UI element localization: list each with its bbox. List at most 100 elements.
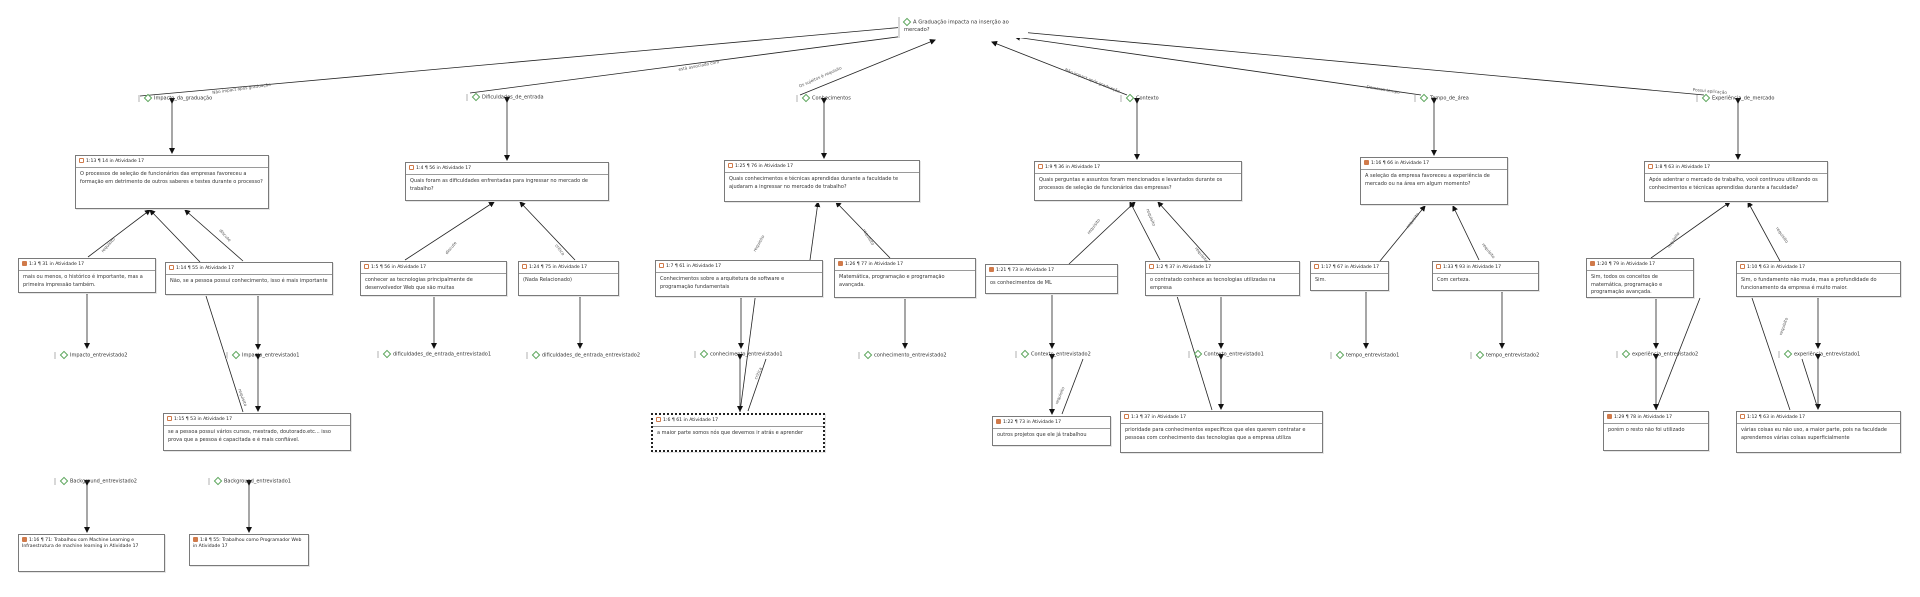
code-experiencia-entrevistado1[interactable]: experiência_entrevistado1 [1777,349,1860,359]
quotation-icon [1149,264,1154,269]
edge-line [1068,201,1136,265]
quote-card[interactable]: 1:25 ¶ 76 in Atividade 17 Quais conhecim… [724,160,920,202]
code-impacto-entrevistado1[interactable]: Impacto_entrevistado1 [225,350,300,360]
code-diamond-icon [1125,93,1135,103]
code-dificuldades[interactable]: Dificuldades_de_entrada [466,92,544,102]
quote-card[interactable]: 1:21 ¶ 73 in Atividade 17 os conheciment… [985,264,1118,294]
quote-header: 1:3 ¶ 37 in Atividade 17 [1131,415,1187,420]
code-tempo-entrevistado2[interactable]: tempo_entrevistado2 [1469,350,1540,360]
code-label: Background_entrevistado1 [224,478,291,485]
quote-card-selected[interactable]: 1:6 ¶ 61 in Atividade 17 a maior parte s… [651,413,825,452]
code-dificuldades-entrevistado1[interactable]: dificuldades_de_entrada_entrevistado1 [376,349,491,359]
code-diamond-icon [1020,349,1030,359]
quote-card[interactable]: 1:20 ¶ 79 in Atividade 17 Sim, todos os … [1586,258,1694,298]
quote-text: Quais conhecimentos e técnicas aprendida… [729,176,899,190]
root-code[interactable]: A Graduação impacta na inserção ao merca… [898,17,1028,38]
quote-header: 1:6 ¶ 61 in Atividade 17 [663,418,719,423]
quote-card[interactable]: 1:3 ¶ 31 in Atividade 17 mais ou menos, … [18,258,156,293]
code-label: Contexto_entrevistado1 [1204,351,1264,358]
edge-line [404,201,495,261]
quote-text: Sim, o fundamento não muda, mas a profun… [1741,277,1877,291]
quote-header: 1:12 ¶ 63 in Atividade 17 [1747,415,1806,420]
edge-line [519,201,576,261]
code-tempo-area[interactable]: Tempo_de_área [1414,93,1469,103]
quote-card[interactable]: 1:29 ¶ 78 in Atividade 17 porém o resto … [1603,411,1709,451]
quote-card[interactable]: 1:14 ¶ 55 in Atividade 17 Não, se a pess… [165,262,333,295]
code-diamond-icon [1335,350,1345,360]
code-conhecimento-entrevistado2[interactable]: conhecimento_entrevistado2 [858,350,947,360]
quote-card[interactable]: 1:15 ¶ 53 in Atividade 17 se a pessoa po… [163,413,351,451]
edge-line [205,295,244,413]
code-background-entrevistado1[interactable]: Background_entrevistado1 [208,476,291,486]
edge-line [1157,201,1211,261]
quote-card[interactable]: 1:16 ¶ 71: Trabalhou com Machine Learnin… [18,534,165,572]
code-label: Impacto_da_graduação [154,95,213,102]
quotation-icon [1740,414,1745,419]
quote-card[interactable]: 1:12 ¶ 63 in Atividade 17 várias coisas … [1736,411,1901,453]
quotation-icon [167,416,172,421]
quote-card[interactable]: 1:10 ¶ 63 in Atividade 17 Sim, o fundame… [1736,261,1901,297]
quote-card[interactable]: 1:8 ¶ 63 in Atividade 17 Após adentrar o… [1644,161,1828,202]
code-tempo-entrevistado1[interactable]: tempo_entrevistado1 [1329,350,1399,360]
quote-card[interactable]: 1:22 ¶ 73 in Atividade 17 outros projeto… [992,416,1111,446]
quote-card[interactable]: 1:3 ¶ 37 in Atividade 17 prioridade para… [1120,411,1323,453]
quote-card[interactable]: 1:5 ¶ 56 in Atividade 17 conhecer as tec… [360,261,507,296]
code-label: tempo_entrevistado2 [1486,352,1540,359]
quote-header: 1:21 ¶ 73 in Atividade 17 [996,268,1055,273]
code-contexto[interactable]: Contexto [1120,93,1159,103]
quotation-icon [169,265,174,270]
code-experiencia[interactable]: Experiência_de_mercado [1695,93,1774,103]
quote-card[interactable]: 1:4 ¶ 56 in Atividade 17 Quais foram as … [405,162,609,201]
code-label: dificuldades_de_entrada_entrevistado2 [542,352,641,359]
quote-text: (Nada Relacionado) [523,277,572,283]
code-impacto-entrevistado2[interactable]: Impacto_entrevistado2 [53,350,127,360]
quote-card[interactable]: 1:16 ¶ 66 in Atividade 17 A seleção da e… [1360,157,1508,205]
quote-card[interactable]: 1:8 ¶ 55: Trabalhou como Programador Web… [189,534,309,566]
quote-card[interactable]: 1:9 ¶ 36 in Atividade 17 Quais perguntas… [1034,161,1242,201]
quotation-icon [79,158,84,163]
quote-header: 1:26 ¶ 77 in Atividade 17 [845,262,904,267]
code-background-entrevistado2[interactable]: Background_entrevistado2 [54,476,137,486]
quotation-icon [659,263,664,268]
edge-line [1751,297,1791,411]
edge-line [1129,201,1161,261]
edge-line [149,209,201,263]
quotation-icon [1740,264,1745,269]
quote-text: Matemática, programação e programação av… [839,274,945,288]
quote-card[interactable]: 1:2 ¶ 37 in Atividade 17 o contratado co… [1145,261,1300,296]
quote-card[interactable]: 1:13 ¶ 14 in Atividade 17 O processos de… [75,155,269,209]
quote-header: 1:22 ¶ 73 in Atividade 17 [1003,420,1062,425]
quote-text: várias coisas eu não uso, a maior parte,… [1741,427,1887,441]
code-label: Background_entrevistado2 [70,478,137,485]
code-diamond-icon [1783,349,1793,359]
code-contexto-entrevistado1[interactable]: Contexto_entrevistado1 [1188,349,1264,359]
code-diamond-icon [59,350,69,360]
code-conhecimento-entrevistado1[interactable]: conhecimento_entrevistado1 [694,349,783,359]
quote-text: se a pessoa possui vários cursos, mestra… [168,429,331,443]
code-dificuldades-entrevistado2[interactable]: dificuldades_de_entrada_entrevistado2 [525,350,641,360]
code-experiencia-entrevistado2[interactable]: experiência_entrevistado2 [1615,349,1698,359]
quote-header: 1:8 ¶ 55: Trabalhou como Programador Web… [193,538,302,549]
quotation-icon [656,417,661,422]
quotation-icon [409,165,414,170]
code-contexto-entrevistado2[interactable]: Contexto_entrevistado2 [1015,349,1091,359]
quote-header: 1:9 ¶ 36 in Atividade 17 [1045,165,1101,170]
code-label: Impacto_entrevistado1 [242,352,300,359]
code-impacto-graduacao[interactable]: Impacto_da_graduação [137,93,213,103]
quote-card[interactable]: 1:7 ¶ 61 in Atividade 17 Conhecimentos s… [655,260,823,297]
code-conhecimentos[interactable]: Conhecimentos [796,93,851,103]
code-diamond-icon [1701,93,1711,103]
quotation-icon [1124,414,1129,419]
quote-card[interactable]: 1:24 ¶ 75 in Atividade 17 (Nada Relacion… [518,261,619,296]
quote-header: 1:14 ¶ 55 in Atividade 17 [176,266,235,271]
edge-line [799,39,936,96]
quotation-icon [989,267,994,272]
edge-line [1019,29,1705,96]
quote-card[interactable]: 1:26 ¶ 77 in Atividade 17 Matemática, pr… [834,258,976,298]
quote-header: 1:4 ¶ 56 in Atividade 17 [416,166,472,171]
quote-card[interactable]: 1:17 ¶ 67 in Atividade 17 Sim. [1310,261,1389,291]
code-diamond-icon [699,349,709,359]
quote-header: 1:16 ¶ 66 in Atividade 17 [1371,161,1430,166]
quote-card[interactable]: 1:33 ¶ 93 in Atividade 17 Com certeza. [1432,261,1539,291]
